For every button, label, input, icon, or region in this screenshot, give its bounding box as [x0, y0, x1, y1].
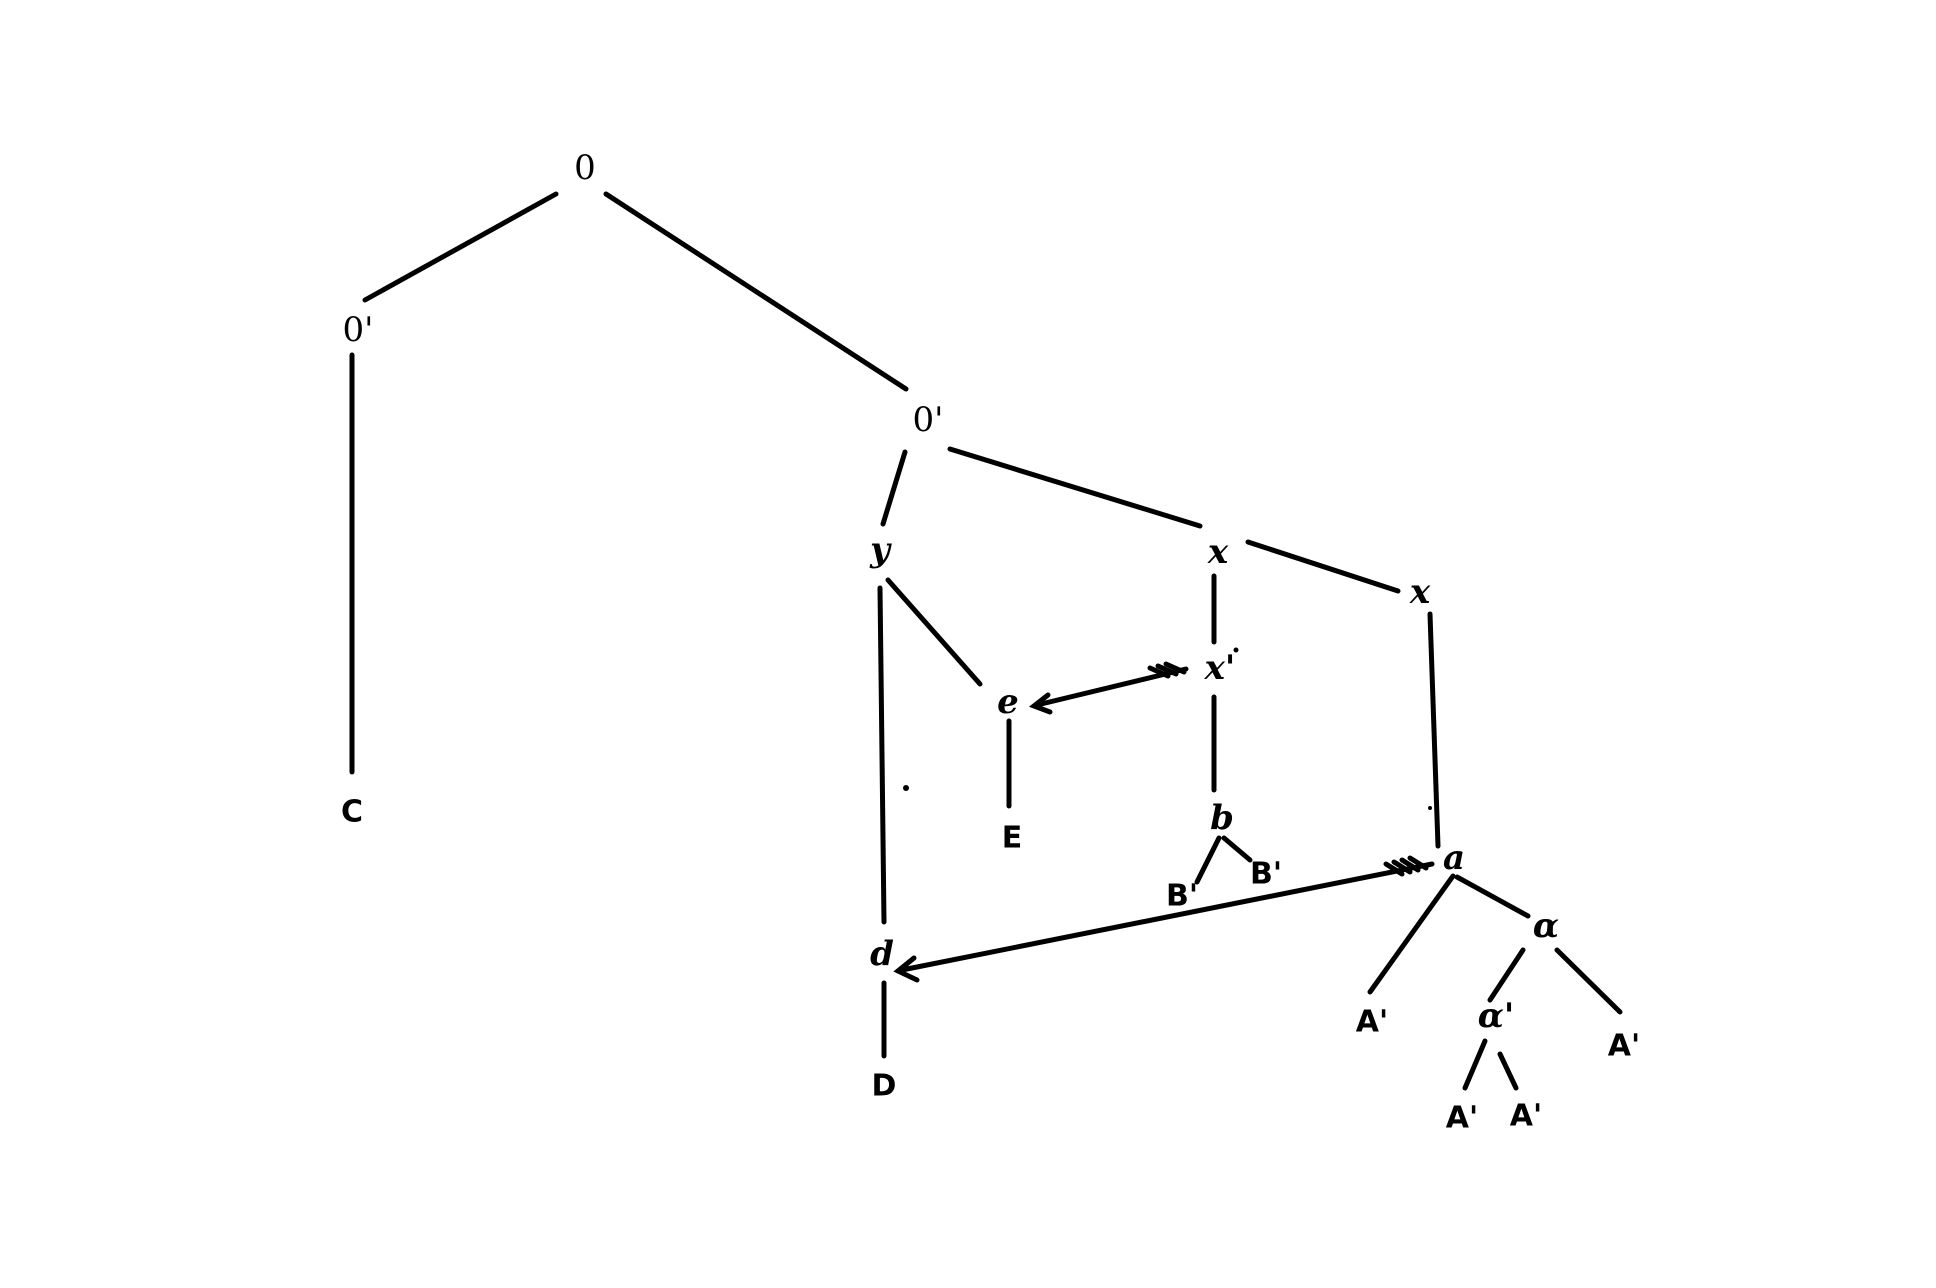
node-C: C [341, 795, 363, 830]
node-a: a [1443, 838, 1465, 878]
edge-x1-x2 [1245, 539, 1401, 594]
node-A4: A' [1608, 1029, 1640, 1064]
node-A1: A' [1356, 1005, 1388, 1040]
scan-dot [1428, 806, 1432, 810]
edge-a-alpha [1454, 874, 1531, 919]
arrowhead-at-d [893, 955, 920, 983]
arrow-a-to-d [899, 861, 1435, 973]
node-e: e [997, 682, 1019, 722]
node-d: d [870, 934, 894, 974]
tree-edges [349, 191, 1623, 1091]
scan-dot [1233, 647, 1239, 653]
edge-y-d [877, 585, 887, 925]
edge-alpha-prime-a2 [1462, 1038, 1488, 1091]
edge-o-right-x1 [947, 446, 1203, 529]
edge-a-a1 [1367, 873, 1456, 995]
node-root: 0 [574, 148, 596, 188]
edge-alpha-prime-a3 [1497, 1051, 1519, 1091]
edge-root-o-right [603, 191, 909, 392]
edge-alpha-a4 [1554, 947, 1623, 1015]
node-A3: A' [1510, 1099, 1542, 1134]
node-B2: B' [1250, 857, 1282, 892]
node-x2: x [1409, 572, 1431, 612]
node-E: E [1002, 821, 1023, 856]
edge-y-e [885, 577, 983, 687]
edge-o-right-y [880, 449, 908, 527]
edge-x2-a [1427, 611, 1441, 849]
node-D: D [872, 1069, 897, 1104]
arrow-feather-x-prime [1147, 661, 1187, 679]
scan-dot [903, 785, 909, 791]
edge-root-o-left [362, 191, 559, 303]
node-o-right: 0' [913, 400, 944, 440]
node-x-prime: x' [1204, 648, 1236, 688]
node-B1: B' [1166, 879, 1198, 914]
arrowhead-at-e [1028, 692, 1053, 715]
node-alpha-prime: α' [1478, 996, 1515, 1036]
node-y: y [869, 530, 892, 570]
arrows [893, 661, 1435, 983]
edge-alpha-alpha-prime [1487, 947, 1526, 1003]
node-alpha: α [1533, 906, 1559, 946]
node-A2: A' [1446, 1101, 1478, 1136]
node-o-left: 0' [343, 310, 374, 350]
node-labels: 0 0' 0' C y x x x' e E b B' B' a d D α A… [341, 148, 1640, 1136]
arrow-feather-a [1383, 855, 1429, 877]
node-x1: x [1207, 532, 1229, 572]
edge-b-b1 [1194, 835, 1222, 885]
node-b: b [1210, 798, 1234, 838]
edge-b-b2 [1221, 835, 1253, 863]
